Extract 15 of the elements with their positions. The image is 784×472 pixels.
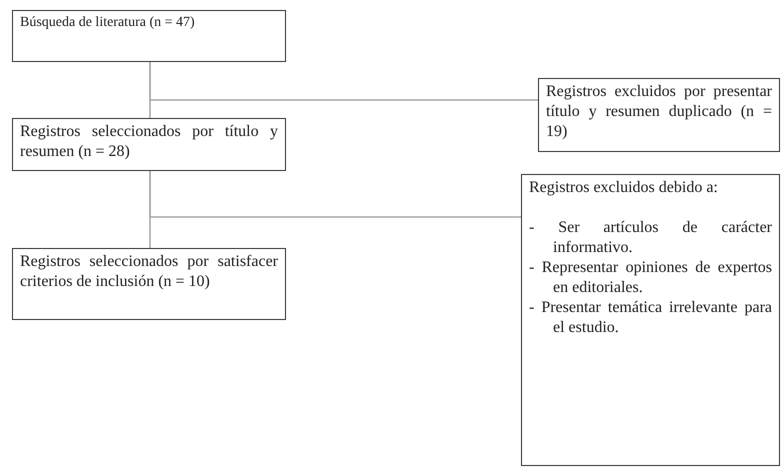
process-box: [12, 248, 286, 320]
box-text: Búsqueda de literatura (n = 47): [20, 14, 196, 32]
list-item: - Ser artículos de carácter informativo.: [529, 218, 772, 258]
box-text: Registros excluidos por presentar título y resumen duplicado (n = 19): [546, 82, 772, 142]
box-text: Registros seleccionados por satisfacer criterios de inclusión (n = 10): [20, 252, 278, 292]
connector-line: [149, 171, 521, 218]
box-text: Registros excluidos debido a:: [529, 178, 719, 198]
process-box: [12, 118, 286, 171]
process-box: [12, 10, 286, 62]
connector-line: [149, 62, 538, 101]
process-box: [521, 174, 780, 466]
box-text: Registros seleccionados por título y resumen (n = 28): [20, 122, 278, 162]
list-item: - Presentar temática irrelevante para el estudio.: [529, 298, 772, 338]
process-box: [538, 78, 780, 152]
list-item: - Representar opiniones de expertos en editoriales.: [529, 258, 772, 298]
